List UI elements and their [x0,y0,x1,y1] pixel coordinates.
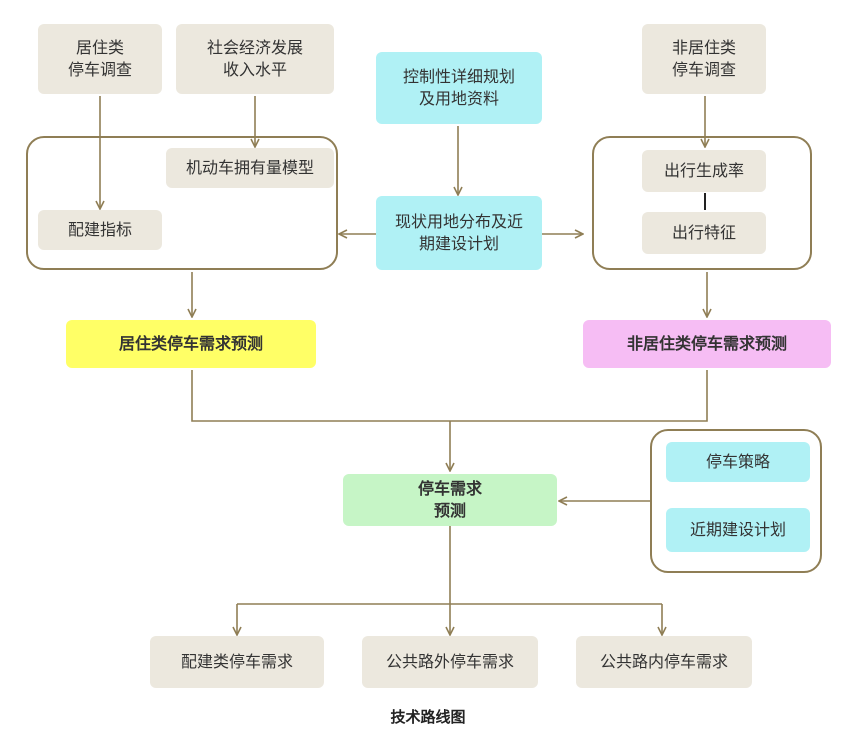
nonresidential-forecast-node: 非居住类停车需求预测 [583,320,831,368]
line-forecasts-merge [191,370,708,422]
vehicle-model-node: 机动车拥有量模型 [166,148,334,188]
residential-survey-node: 居住类 停车调查 [38,24,162,94]
trip-generation-node: 出行生成率 [642,150,766,192]
trip-features-node: 出行特征 [642,212,766,254]
residential-forecast-node: 居住类停车需求预测 [66,320,316,368]
nonresidential-group-frame [592,136,812,270]
offstreet-demand-node: 公共路外停车需求 [362,636,538,688]
nonresidential-survey-node: 非居住类 停车调查 [642,24,766,94]
residential-group-frame [26,136,338,270]
parking-policy-node: 停车策略 [666,442,810,482]
parking-index-node: 配建指标 [38,210,162,250]
land-use-status-node: 现状用地分布及近 期建设计划 [376,196,542,270]
demand-forecast-node: 停车需求 预测 [343,474,557,526]
diagram-caption: 技术路线图 [390,708,466,726]
socio-economic-node: 社会经济发展 收入水平 [176,24,334,94]
onstreet-demand-node: 公共路内停车需求 [576,636,752,688]
near-term-plan-node: 近期建设计划 [666,508,810,552]
supporting-demand-node: 配建类停车需求 [150,636,324,688]
policy-group-frame [650,429,822,573]
regulatory-plan-node: 控制性详细规划 及用地资料 [376,52,542,124]
